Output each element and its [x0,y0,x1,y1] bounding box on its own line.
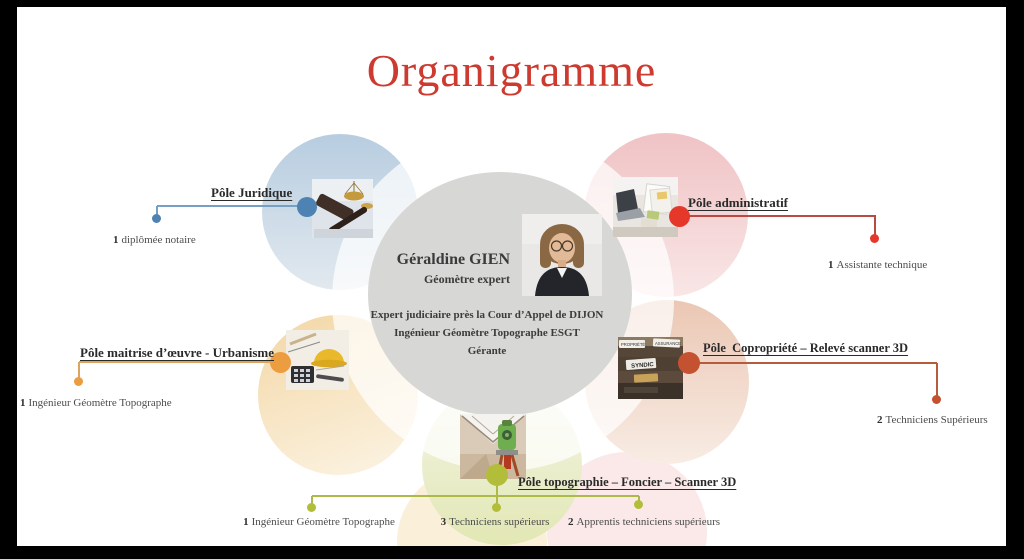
juridique-connector-h [157,205,307,207]
bio-line-1: Expert judiciaire près la Cour d’Appel d… [370,309,604,321]
staff-count: 1 [243,516,249,528]
copropriete-connector-v [936,363,938,400]
staff-role: Techniciens Supérieurs [885,414,988,426]
folder-tab-syndic: SYNDIC [631,362,655,370]
urbanisme-connector-h [79,361,281,363]
pole-urbanisme-label: Pôle maitrise d’œuvre - Urbanisme [80,345,275,360]
administratif-connector-h [680,215,876,217]
topographie-photo [460,414,526,479]
juridique-photo [312,179,373,238]
staff-role: Ingénieur Géomètre Topographe [251,516,395,528]
bio-line-3: Gérante [467,345,507,357]
pole-administratif-label: Pôle administratif [688,195,789,210]
copropriete-connector-h [689,362,937,364]
pole-copropriete-label: Pôle Copropriété – Relevé scanner 3D [703,341,909,355]
juridique-connector-v [156,206,158,217]
person-role: Géomètre expert [423,272,510,286]
staff-count: 1 [828,259,834,271]
total-station-image [460,414,526,479]
portrait-image [522,214,602,296]
copropriete-photo: PROPRIÉTÉ ASSURANCE SYNDIC [618,337,683,399]
page-title: Organigramme [366,45,657,96]
staff-count: 1 [113,234,119,246]
administratif-node-dot [669,206,690,227]
person-name: Géraldine GIEN [396,251,510,268]
pole-juridique-label: Pôle Juridique [211,185,293,200]
staff-count: 2 [877,414,883,426]
topographie-drop-1 [311,496,313,506]
copropriete-end-dot [932,395,941,404]
staff-role: Techniciens supérieurs [449,516,550,528]
staff-role: diplômée notaire [121,234,196,246]
person-bio: Expert judiciaire près la Cour d’Appel d… [342,306,632,360]
urbanisme-connector-v [78,362,80,382]
staff-count: 1 [20,397,26,409]
urbanisme-photo [286,330,349,390]
staff-role: Ingénieur Géomètre Topographe [28,397,172,409]
administratif-connector-v [874,216,876,239]
center-person: Géraldine GIEN Géomètre expert [330,250,510,287]
topographie-end-dot-2 [492,503,501,512]
topographie-drop-3 [638,496,640,502]
urbanisme-end-dot [74,377,83,386]
file-folders-image: PROPRIÉTÉ ASSURANCE SYNDIC [618,337,683,399]
topographie-drop-2 [496,496,498,506]
staff-count: 3 [440,516,447,528]
administratif-end-dot [870,234,879,243]
staff-role: Apprentis techniciens supérieurs [576,516,721,528]
gavel-scales-image [312,179,373,238]
folder-tab-assurance: ASSURANCE [655,341,681,346]
urbanisme-node-dot [270,352,291,373]
juridique-end-dot [152,214,161,223]
topographie-end-dot-3 [634,500,643,509]
topographie-node-dot [486,464,508,486]
portrait-photo [522,214,602,296]
topographie-connector-h [312,495,639,497]
topographie-end-dot-1 [307,503,316,512]
pole-topographie-label: Pôle topographie – Foncier – Scanner 3D [518,475,737,489]
juridique-node-dot [297,197,317,217]
copropriete-node-dot [678,352,700,374]
hardhat-plans-image [286,330,349,390]
administratif-photo [613,177,678,237]
slide: Organigramme Géraldine GIEN Géomètre exp… [17,7,1006,546]
bio-line-2: Ingénieur Géomètre Topographe ESGT [394,327,580,339]
staff-role: Assistante technique [836,259,928,271]
desk-laptop-image [613,177,678,237]
staff-count: 2 [567,516,574,528]
folder-tab-propriete: PROPRIÉTÉ [621,342,645,347]
